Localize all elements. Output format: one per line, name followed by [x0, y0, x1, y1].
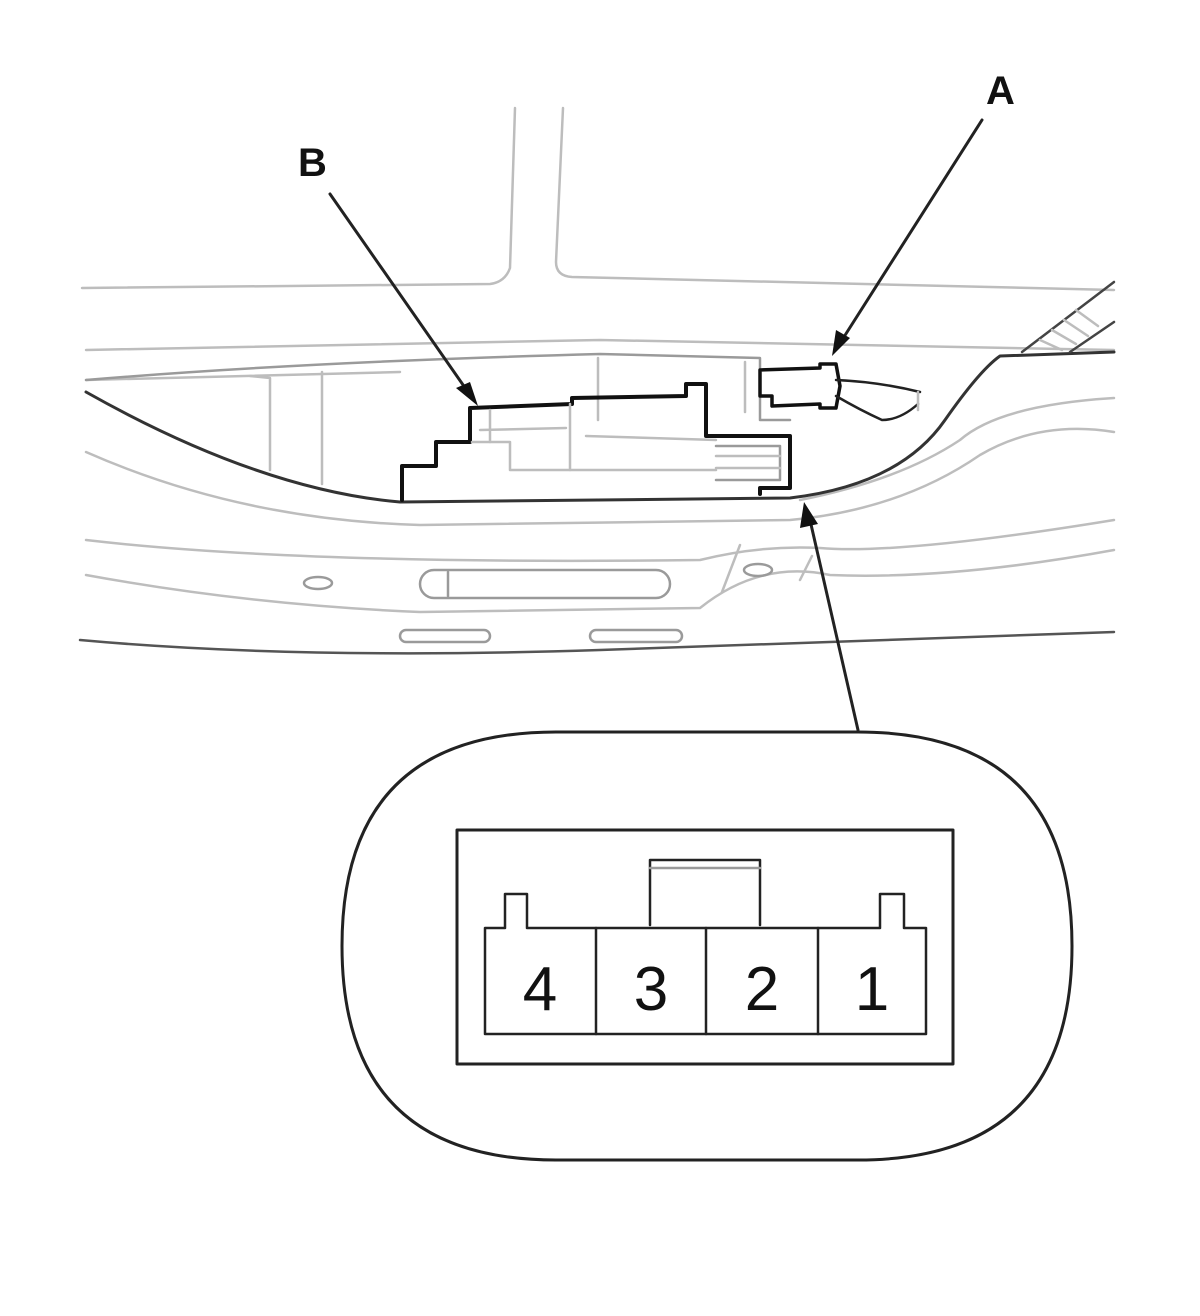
body-panel — [78, 106, 1116, 655]
leader-a — [840, 118, 984, 342]
detail-bubble — [340, 730, 1074, 1162]
pin-label: 3 — [634, 955, 668, 1024]
pin-label: 4 — [523, 955, 557, 1024]
pin-labels: 4 3 2 1 — [523, 955, 889, 1024]
cutout-opening — [84, 350, 1116, 504]
connector-housing — [455, 828, 955, 1066]
connector-a — [758, 280, 1116, 422]
connector-face — [483, 892, 928, 1036]
module-b — [400, 382, 792, 502]
arrowhead-detail-icon — [800, 502, 818, 528]
leader-detail — [808, 518, 860, 732]
pin-label: 2 — [745, 955, 779, 1024]
arrowhead-a-icon — [832, 330, 850, 356]
callout-label-a: A — [986, 69, 1015, 113]
connector-lock-tab — [648, 858, 762, 927]
leader-arrows — [328, 118, 984, 732]
leader-b — [328, 192, 470, 394]
pin-label: 1 — [855, 955, 889, 1024]
arrowhead-b-icon — [456, 382, 478, 406]
callout-label-b: B — [298, 141, 327, 185]
